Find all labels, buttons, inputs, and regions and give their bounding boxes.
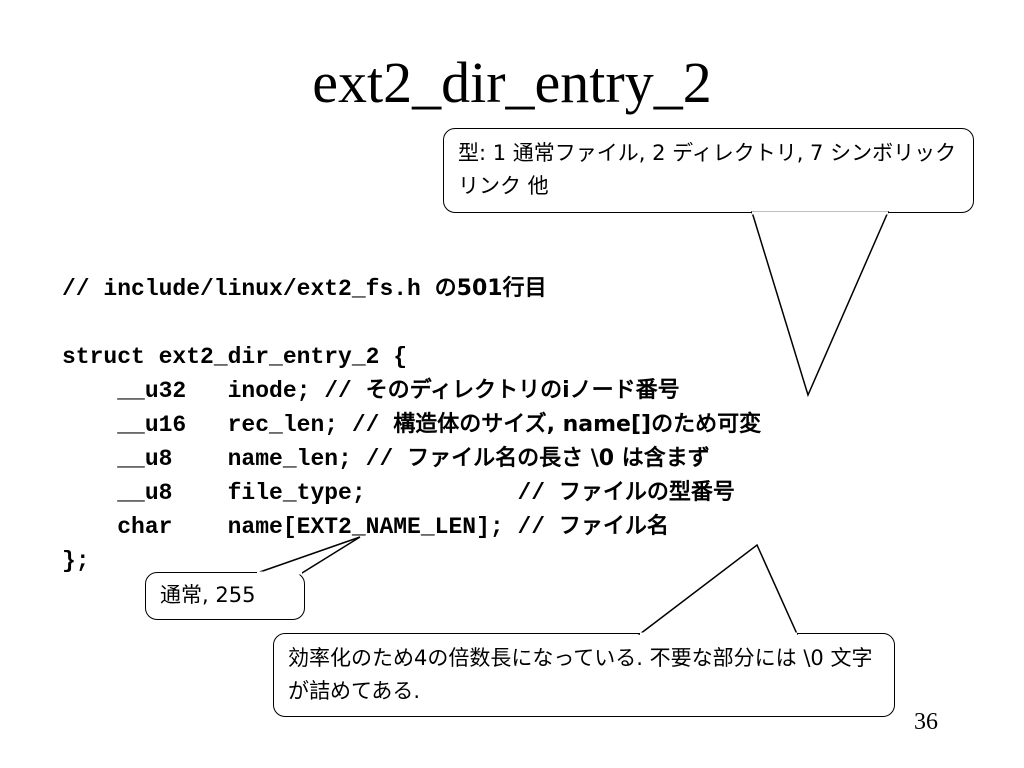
code-field-comment: 構造体のサイズ, name[]のため可変 <box>393 412 762 437</box>
code-field-name: char name[EXT2_NAME_LEN]; // ファイル名 <box>62 510 669 544</box>
slide-title: ext2_dir_entry_2 <box>312 50 712 115</box>
code-field-comment: ファイル名 <box>558 514 669 539</box>
align-callout-pointer <box>637 543 799 635</box>
callout-normal-note: 通常, 255 <box>145 572 305 620</box>
page-number: 36 <box>914 709 938 735</box>
code-field-code: __u8 name_len; // <box>62 446 408 472</box>
code-struct-close: }; <box>62 548 90 574</box>
callout-type-note: 型: 1 通常ファイル, 2 ディレクトリ, 7 シンボリックリンク 他 <box>443 128 974 213</box>
code-struct-open: struct ext2_dir_entry_2 { <box>62 344 408 370</box>
code-field-code: __u16 rec_len; // <box>62 412 394 438</box>
code-field-file-type: __u8 file_type; // ファイルの型番号 <box>62 476 735 510</box>
code-field-comment: そのディレクトリのiノード番号 <box>365 378 680 403</box>
code-field-rec-len: __u16 rec_len; // 構造体のサイズ, name[]のため可変 <box>62 408 761 442</box>
code-header-comment-jp: の501行目 <box>434 276 547 301</box>
normal-callout-pointer <box>256 536 361 574</box>
code-field-code: char name[EXT2_NAME_LEN]; // <box>62 514 559 540</box>
code-field-inode: __u32 inode; // そのディレクトリのiノード番号 <box>62 374 680 408</box>
code-field-code: __u32 inode; // <box>62 378 366 404</box>
code-field-code: __u8 file_type; // <box>62 480 559 506</box>
code-field-name-len: __u8 name_len; // ファイル名の長さ \0 は含まず <box>62 442 710 476</box>
code-field-comment: ファイルの型番号 <box>558 480 735 505</box>
code-field-comment: ファイル名の長さ \0 は含まず <box>407 446 710 471</box>
code-header-comment: // include/linux/ext2_fs.h の501行目 <box>62 272 547 306</box>
code-header-comment-text: // include/linux/ext2_fs.h <box>62 276 435 302</box>
callout-align-note: 効率化のため4の倍数長になっている. 不要な部分には \0 文字が詰めてある. <box>273 633 895 717</box>
type-callout-pointer <box>750 211 890 398</box>
